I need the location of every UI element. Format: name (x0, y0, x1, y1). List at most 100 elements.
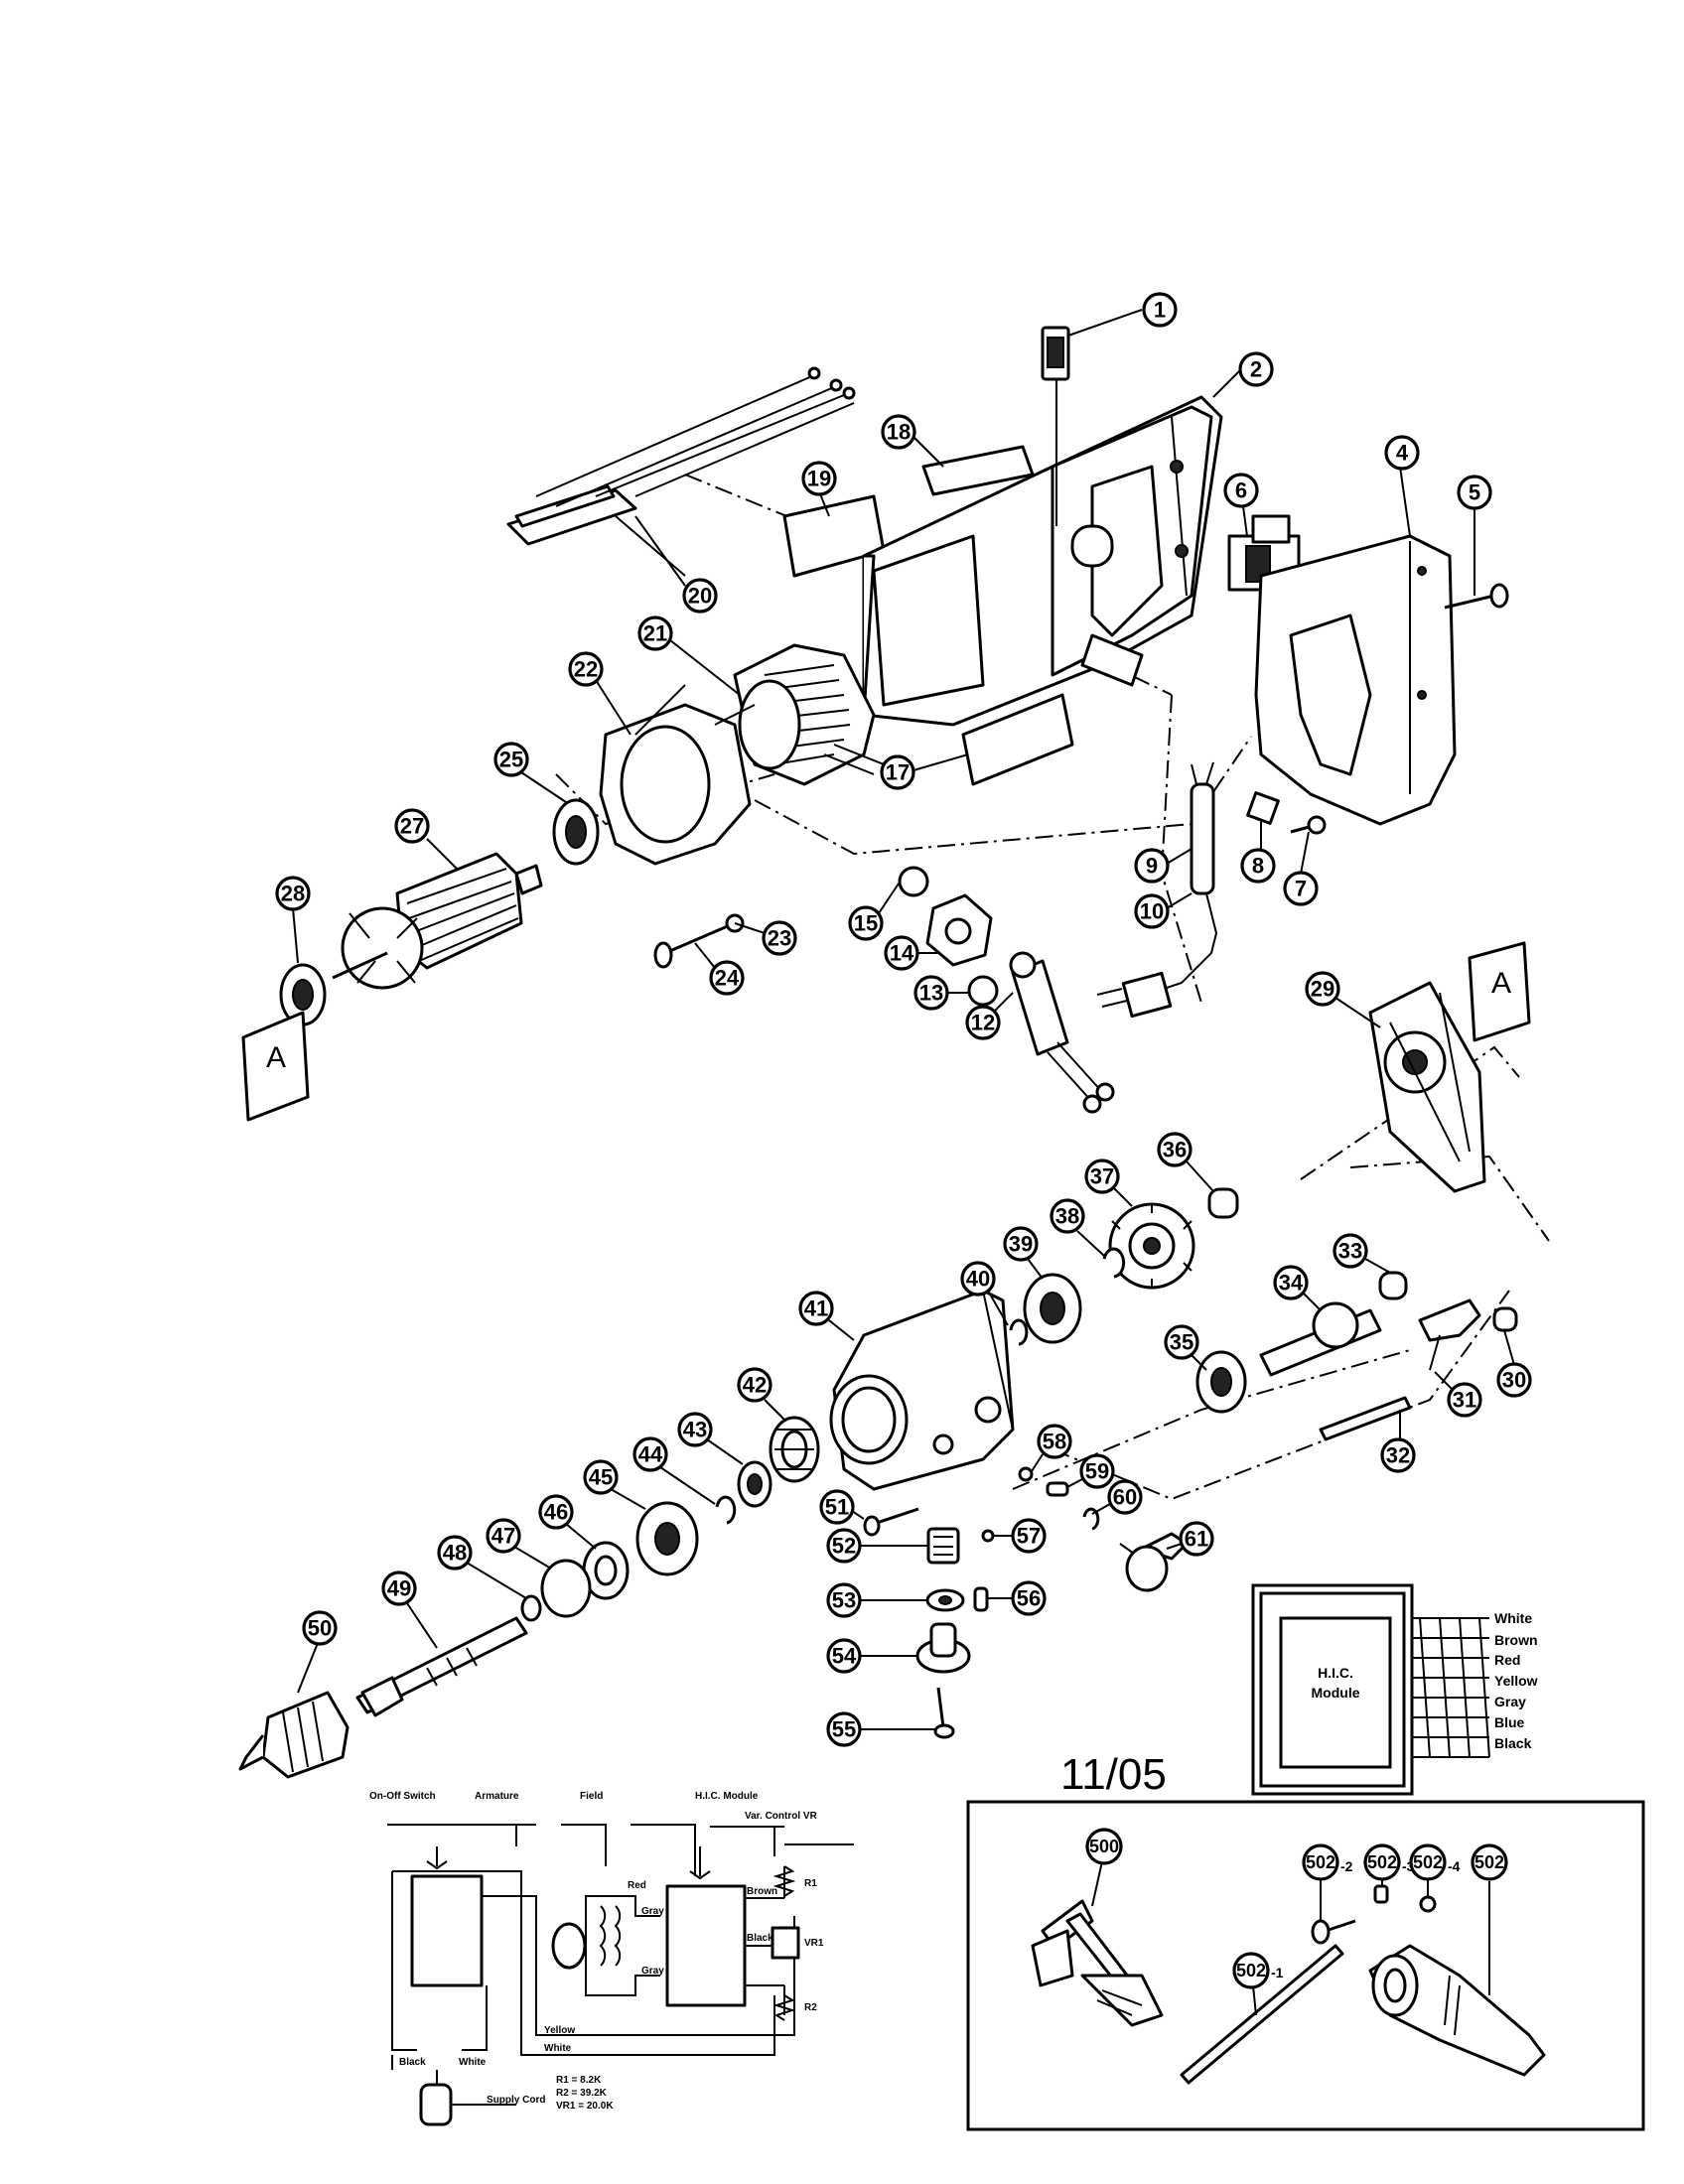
callout-44: 44 (632, 1436, 716, 1505)
svg-text:60: 60 (1113, 1485, 1137, 1510)
schematic-wire-red: Red (628, 1880, 646, 1891)
callout-23: 23 (734, 920, 797, 956)
plug (1096, 971, 1173, 1019)
callout-13: 13 (913, 975, 968, 1011)
bearing-45 (635, 1501, 699, 1576)
svg-text:9: 9 (1146, 854, 1158, 879)
svg-text:39: 39 (1009, 1232, 1033, 1257)
svg-text:502: 502 (1306, 1852, 1335, 1872)
svg-text:28: 28 (281, 882, 305, 906)
callout-502-4-suffix: -4 (1448, 1858, 1461, 1874)
spring-59 (1046, 1481, 1069, 1497)
svg-text:29: 29 (1311, 977, 1334, 1002)
callout-48: 48 (437, 1535, 527, 1599)
wire-red: Red (1494, 1652, 1520, 1668)
knob-54 (915, 1622, 971, 1674)
svg-text:51: 51 (825, 1495, 849, 1520)
callout-502-1-dash: -1 (1271, 1965, 1284, 1980)
callout-502-2-suffix: -2 (1340, 1858, 1353, 1874)
clutch-42 (769, 1416, 820, 1483)
schematic-label-field: Field (580, 1791, 603, 1802)
callout-2: 2 (1212, 351, 1274, 398)
svg-text:56: 56 (1017, 1586, 1041, 1611)
schematic-label-switch: On-Off Switch (369, 1791, 436, 1802)
svg-text:31: 31 (1453, 1388, 1476, 1413)
svg-text:502: 502 (1236, 1961, 1266, 1980)
callout-5: 5 (1457, 475, 1492, 596)
svg-text:52: 52 (832, 1534, 856, 1559)
svg-text:8: 8 (1252, 854, 1264, 879)
svg-text:43: 43 (683, 1418, 707, 1442)
svg-text:37: 37 (1090, 1164, 1114, 1189)
hic-module: H.I.C. Module White Brown Red Yellow Gra… (1251, 1583, 1538, 1796)
callout-58: 58 (1031, 1424, 1072, 1472)
hic-wire-bundle (1412, 1617, 1490, 1758)
revision-date: 11/05 (1060, 1750, 1167, 1799)
schematic-r1: R1 (804, 1878, 817, 1889)
callout-61: 61 (1166, 1521, 1214, 1557)
lever-31 (1418, 1298, 1481, 1371)
svg-text:22: 22 (574, 657, 598, 682)
bearing-35 (1195, 1350, 1247, 1414)
callout-35: 35 (1164, 1324, 1207, 1371)
svg-text:4: 4 (1396, 441, 1409, 466)
shaft-32 (1319, 1396, 1412, 1441)
svg-text:14: 14 (890, 941, 914, 966)
svg-text:17: 17 (886, 760, 910, 785)
callout-1: 1 (1067, 292, 1178, 337)
callout-17: 17 (880, 753, 969, 790)
callout-42: 42 (737, 1367, 785, 1421)
svg-text:55: 55 (832, 1717, 856, 1742)
callout-32: 32 (1380, 1410, 1416, 1473)
callout-19: 19 (801, 461, 837, 517)
callout-47: 47 (486, 1518, 552, 1570)
schematic-cord: Supply Cord (487, 2095, 545, 2106)
schematic-wire-yellow: Yellow (544, 2025, 575, 2036)
bearing-25 (552, 798, 600, 866)
svg-text:21: 21 (643, 621, 667, 646)
gear-cover (1368, 981, 1486, 1193)
svg-text:44: 44 (638, 1442, 663, 1467)
svg-text:5: 5 (1469, 480, 1480, 505)
callout-40: 40 (960, 1261, 1009, 1326)
callout-57: 57 (993, 1518, 1047, 1554)
callout-36: 36 (1157, 1132, 1214, 1192)
field-coil (733, 643, 885, 786)
svg-text:15: 15 (854, 911, 878, 936)
callout-25: 25 (493, 742, 567, 803)
svg-text:502: 502 (1367, 1852, 1397, 1872)
svg-text:45: 45 (589, 1465, 613, 1490)
schematic-label-armature: Armature (475, 1791, 519, 1802)
svg-text:35: 35 (1170, 1330, 1193, 1355)
svg-text:24: 24 (715, 966, 740, 991)
schematic-wire-black: Black (747, 1933, 773, 1944)
ring-40 (1009, 1318, 1029, 1346)
svg-text:59: 59 (1085, 1459, 1109, 1484)
wiring-schematic: On-Off Switch Armature Field H.I.C. Modu… (369, 1791, 854, 2126)
ring-47 (540, 1559, 592, 1618)
switch-part-1 (1041, 326, 1070, 526)
svg-text:502: 502 (1413, 1852, 1443, 1872)
wire-blue: Blue (1494, 1714, 1525, 1730)
svg-text:38: 38 (1055, 1204, 1079, 1229)
svg-text:34: 34 (1279, 1271, 1304, 1296)
cord-guard (1151, 761, 1218, 994)
svg-text:6: 6 (1235, 478, 1247, 503)
schematic-wire-white: White (544, 2043, 572, 2054)
svg-text:61: 61 (1185, 1527, 1208, 1552)
ball-57 (981, 1529, 995, 1543)
callout-20: 20 (634, 515, 718, 614)
callout-55: 55 (826, 1711, 935, 1747)
callout-502-4: 502 (1409, 1843, 1447, 1896)
callout-4: 4 (1384, 435, 1420, 537)
svg-text:36: 36 (1163, 1138, 1187, 1162)
svg-text:48: 48 (443, 1541, 467, 1566)
callout-33: 33 (1333, 1233, 1391, 1274)
hic-module-title-1: H.I.C. (1318, 1665, 1353, 1681)
screw-55 (933, 1687, 955, 1739)
schematic-r2: R2 (804, 2002, 817, 2013)
accessories-box: 500 502 -2 502 -3 502 -4 502 502 502-1 -… (966, 1800, 1645, 2131)
svg-text:46: 46 (544, 1500, 568, 1525)
callout-21: 21 (637, 615, 741, 696)
ball-58 (1018, 1466, 1034, 1482)
